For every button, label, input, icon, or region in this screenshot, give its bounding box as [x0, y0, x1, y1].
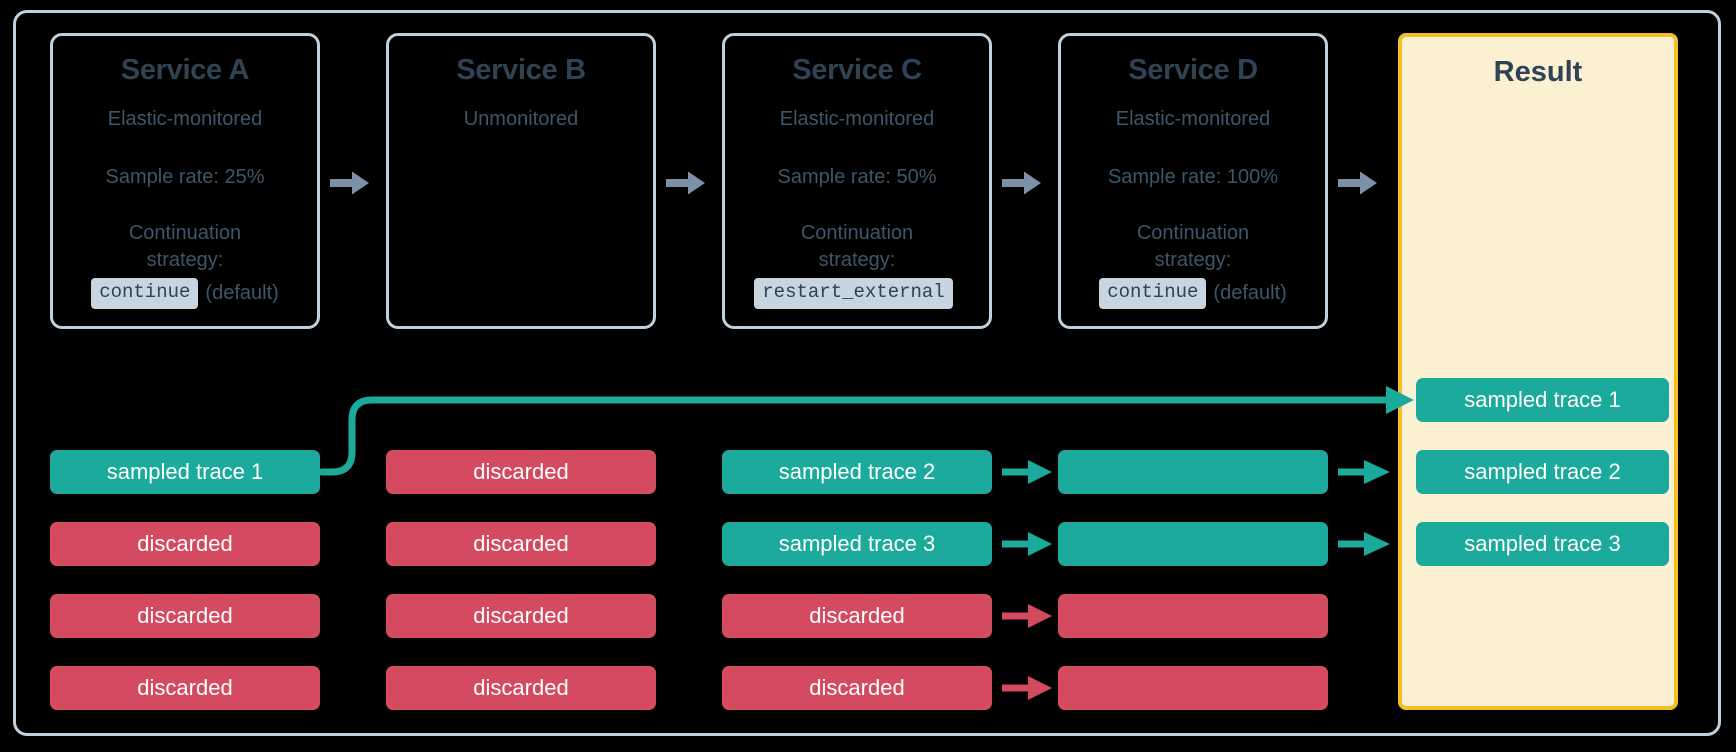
- service-strategy-note: (default): [1213, 282, 1287, 305]
- trace-pill: discarded: [386, 594, 656, 638]
- result-panel: [1398, 33, 1678, 710]
- service-box-c: Service C Elastic-monitored Sample rate:…: [722, 33, 992, 329]
- service-box-a: Service A Elastic-monitored Sample rate:…: [50, 33, 320, 329]
- trace-pill: [1058, 594, 1328, 638]
- trace-pill: sampled trace 3: [722, 522, 992, 566]
- service-strategy-row: restart_external: [754, 278, 959, 309]
- service-sample-rate: Sample rate: 25%: [105, 166, 265, 189]
- service-title: Service D: [1128, 54, 1258, 86]
- arrowhead-right-icon: [1028, 460, 1052, 484]
- trace-pill: discarded: [722, 666, 992, 710]
- service-sample-rate: Sample rate: 100%: [1107, 166, 1279, 189]
- result-trace-pill: sampled trace 1: [1416, 378, 1669, 422]
- result-trace-pill: sampled trace 3: [1416, 522, 1669, 566]
- trace-pill: [1058, 522, 1328, 566]
- service-strategy-label: Continuation strategy:: [128, 222, 242, 272]
- service-strategy-note: (default): [205, 282, 279, 305]
- arrowhead-right-icon: [1364, 532, 1390, 556]
- arrowhead-right-icon: [1028, 676, 1052, 700]
- service-title: Service A: [120, 54, 250, 86]
- service-box-b: Service B Unmonitored: [386, 33, 656, 329]
- service-box-d: Service D Elastic-monitored Sample rate:…: [1058, 33, 1328, 329]
- trace-pill: discarded: [50, 666, 320, 710]
- arrowhead-right-icon: [1364, 460, 1390, 484]
- result-trace-pill: sampled trace 2: [1416, 450, 1669, 494]
- service-monitoring-status: Unmonitored: [463, 108, 579, 131]
- trace-pill: discarded: [50, 594, 320, 638]
- service-strategy-row: continue (default): [1099, 278, 1287, 309]
- arrow-right-icon: [1002, 171, 1041, 195]
- trace-pill: [1058, 450, 1328, 494]
- service-strategy-label: Continuation strategy:: [1136, 222, 1250, 272]
- service-monitoring-status: Elastic-monitored: [779, 108, 935, 131]
- trace-pill: [1058, 666, 1328, 710]
- service-monitoring-status: Elastic-monitored: [1115, 108, 1271, 131]
- arrow-right-icon: [666, 171, 705, 195]
- service-strategy-value: continue: [91, 278, 199, 309]
- service-sample-rate: Sample rate: 50%: [777, 166, 937, 189]
- trace-pill: sampled trace 1: [50, 450, 320, 494]
- result-title: Result: [1493, 56, 1583, 88]
- arrowhead-right-icon: [1028, 604, 1052, 628]
- trace-pill: sampled trace 2: [722, 450, 992, 494]
- trace-pill: discarded: [386, 450, 656, 494]
- trace-pill: discarded: [386, 522, 656, 566]
- arrow-right-icon: [1338, 171, 1377, 195]
- trace-pill: discarded: [50, 522, 320, 566]
- arrowhead-right-icon: [1028, 532, 1052, 556]
- service-strategy-label: Continuation strategy:: [800, 222, 914, 272]
- service-title: Service C: [792, 54, 922, 86]
- service-strategy-value: restart_external: [754, 278, 953, 309]
- service-monitoring-status: Elastic-monitored: [107, 108, 263, 131]
- service-strategy-value: continue: [1099, 278, 1207, 309]
- service-title: Service B: [456, 54, 586, 86]
- trace-pill: discarded: [722, 594, 992, 638]
- service-strategy-row: continue (default): [91, 278, 279, 309]
- arrow-right-icon: [330, 171, 369, 195]
- trace-pill: discarded: [386, 666, 656, 710]
